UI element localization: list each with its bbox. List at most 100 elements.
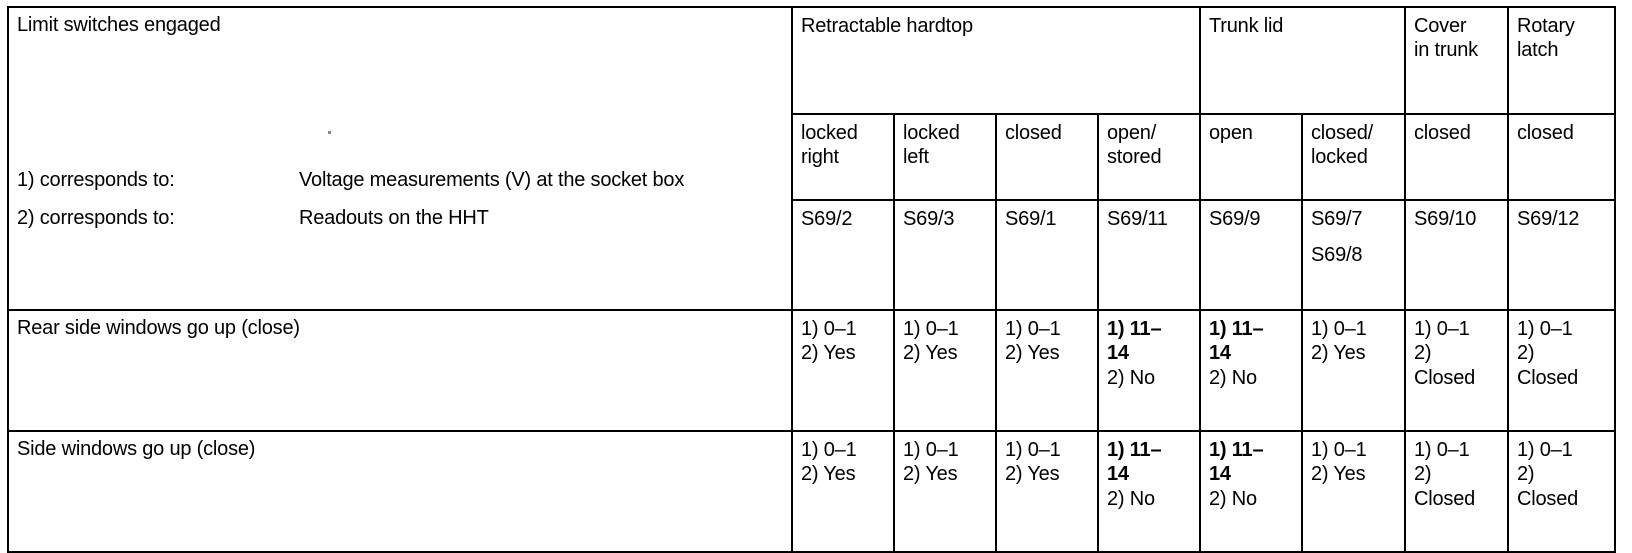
measurement-line: Closed [1517, 366, 1579, 389]
measurement-line: 2) Yes [903, 342, 958, 365]
measurement-line: 1) 0–1 [1005, 439, 1061, 461]
component-code: S69/12 [1517, 208, 1580, 230]
component-code: S69/1 [1005, 208, 1057, 230]
state-label-line: closed [1005, 122, 1062, 144]
component-code: S69/8 [1311, 244, 1363, 267]
measurement-line: 2) Yes [1311, 463, 1366, 486]
header-group-row: Limit switches engaged 1) corresponds to… [7, 6, 1616, 311]
legend-key-2: 2) corresponds to: [17, 206, 175, 229]
measurement-line: 14 [1107, 463, 1129, 486]
measurement-line: 2) Yes [801, 342, 856, 365]
measurement-line: Closed [1414, 487, 1476, 510]
state-label-line: open [1209, 122, 1253, 144]
measurement-line: 2) Yes [801, 463, 856, 486]
component-code: S69/10 [1414, 208, 1477, 230]
code-cell-s69-3: S69/3 [893, 199, 997, 311]
measurement-line: 2) Yes [1311, 342, 1366, 365]
measurement-line: 2) Yes [1005, 463, 1060, 486]
state-header-locked-left: locked left [893, 113, 997, 201]
measurement-line: 2) [1414, 463, 1432, 486]
state-label-line: stored [1107, 146, 1162, 169]
scan-speck [328, 131, 331, 134]
state-header-closed-cover: closed [1404, 113, 1509, 201]
state-header-locked-right: locked right [791, 113, 895, 201]
row-label: Rear side windows go up (close) [17, 317, 300, 339]
group-header-retractable-hardtop: Retractable hardtop [791, 6, 1201, 115]
group-header-cover-in-trunk: Cover in trunk [1404, 6, 1509, 115]
measurement-line: 1) 0–1 [801, 439, 857, 461]
state-label-line: locked [1311, 146, 1368, 169]
measurement-line: 1) 0–1 [1414, 439, 1470, 461]
measurement-line: 2) [1414, 342, 1432, 365]
group-label-line: in trunk [1414, 39, 1478, 62]
measurement-line: 1) 0–1 [1414, 318, 1470, 340]
limit-switches-table: Limit switches engaged 1) corresponds to… [7, 6, 1616, 553]
page-title: Limit switches engaged [17, 14, 221, 36]
row-label-cell: Rear side windows go up (close) [7, 309, 793, 432]
measurement-line: 1) 0–1 [903, 318, 959, 340]
component-code: S69/9 [1209, 208, 1261, 230]
measurement-line: 2) No [1107, 366, 1155, 389]
measurement-line: 2) Yes [1005, 342, 1060, 365]
measurement-line: 1) 0–1 [801, 318, 857, 340]
legend-row: 2) corresponds to: Readouts on the HHT [17, 207, 783, 231]
group-header-rotary-latch: Rotary latch [1507, 6, 1616, 115]
measurement-line: 14 [1209, 463, 1231, 486]
measurement-line: 2) No [1209, 487, 1257, 510]
measurement-line: 1) 0–1 [1517, 439, 1573, 461]
measurement-line: 1) 0–1 [903, 439, 959, 461]
measurement-line: 1) 11– [1107, 439, 1162, 461]
component-code: S69/7 [1311, 208, 1363, 230]
group-label-line: Cover [1414, 15, 1467, 37]
measurement-line: 1) 0–1 [1005, 318, 1061, 340]
legend: 1) corresponds to: Voltage measurements … [17, 169, 783, 244]
measurement-line: 2) No [1209, 366, 1257, 389]
header-state-row: locked right locked left closed open/ st… [8, 113, 1616, 201]
measurement-line: 14 [1209, 342, 1231, 365]
code-cell-s69-10: S69/10 [1404, 199, 1509, 311]
code-cell-s69-9: S69/9 [1199, 199, 1303, 311]
group-label-line: latch [1517, 39, 1559, 62]
state-label-line: right [801, 146, 839, 169]
state-label-line: closed [1517, 122, 1574, 144]
table-description-cell: Limit switches engaged 1) corresponds to… [7, 6, 793, 311]
state-label-line: locked [903, 122, 960, 144]
measurement-line: 1) 0–1 [1311, 318, 1367, 340]
legend-value-1: Voltage measurements (V) at the socket b… [299, 169, 685, 191]
code-cell-s69-7-8: S69/7 S69/8 [1301, 199, 1406, 311]
measurement-line: 1) 11– [1209, 439, 1264, 461]
component-code: S69/11 [1107, 208, 1168, 230]
group-label-line: Retractable hardtop [801, 15, 973, 37]
state-header-closed-hardtop: closed [995, 113, 1099, 201]
row-label: Side windows go up (close) [17, 438, 256, 460]
measurement-line: Closed [1517, 487, 1579, 510]
state-label-line: closed [1414, 122, 1471, 144]
measurement-line: 14 [1107, 342, 1129, 365]
legend-row: 1) corresponds to: Voltage measurements … [17, 169, 783, 193]
group-label-line: Rotary [1517, 15, 1575, 37]
code-cell-s69-2: S69/2 [791, 199, 895, 311]
measurement-line: 1) 0–1 [1517, 318, 1573, 340]
legend-key-1: 1) corresponds to: [17, 169, 175, 191]
state-label-line: left [903, 146, 929, 169]
measurement-line: 2) [1517, 463, 1535, 486]
header-code-row: S69/2 S69/3 S69/1 S69/11 S69/9 S69/7 S69… [8, 199, 1616, 311]
state-header-closed-rotary: closed [1507, 113, 1616, 201]
measurement-line: 2) Yes [903, 463, 958, 486]
group-label-line: Trunk lid [1209, 15, 1284, 37]
state-label-line: locked [801, 122, 858, 144]
